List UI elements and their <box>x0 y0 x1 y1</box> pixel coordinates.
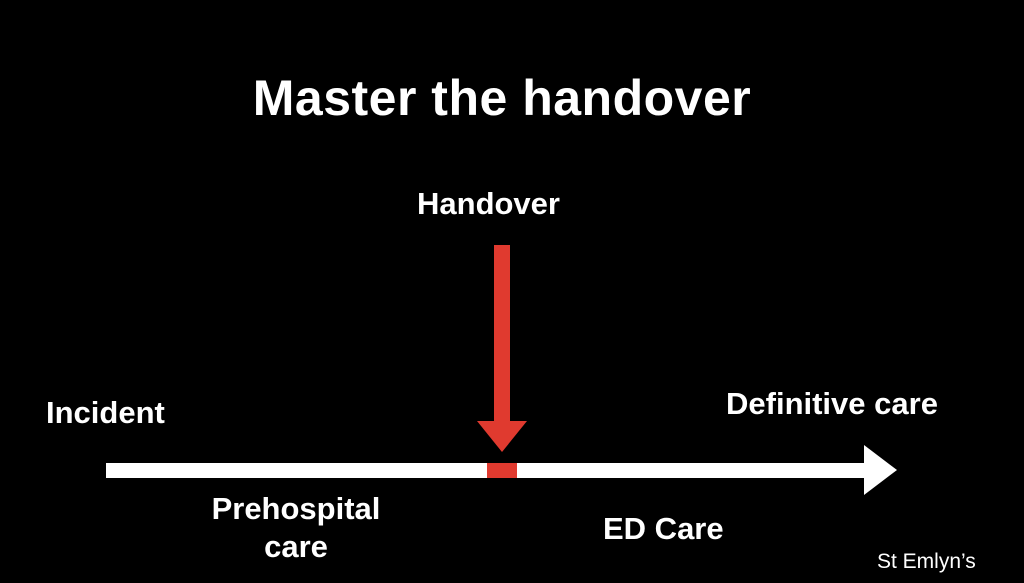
slide-title: Master the handover <box>252 70 752 126</box>
ed-care-label: ED Care <box>603 511 724 546</box>
definitive-care-label: Definitive care <box>726 386 938 421</box>
handover-arrow-shaft <box>494 245 510 423</box>
handover-label: Handover <box>417 186 560 221</box>
st-emlyns-watermark: St Emlyn’s <box>877 550 976 573</box>
incident-label: Incident <box>46 395 165 430</box>
handover-arrow-head <box>477 421 527 452</box>
timeline-arrowhead <box>864 445 897 495</box>
prehospital-care-label: Prehospital care <box>211 491 381 564</box>
handover-segment <box>487 463 517 478</box>
timeline-bar <box>106 463 866 478</box>
